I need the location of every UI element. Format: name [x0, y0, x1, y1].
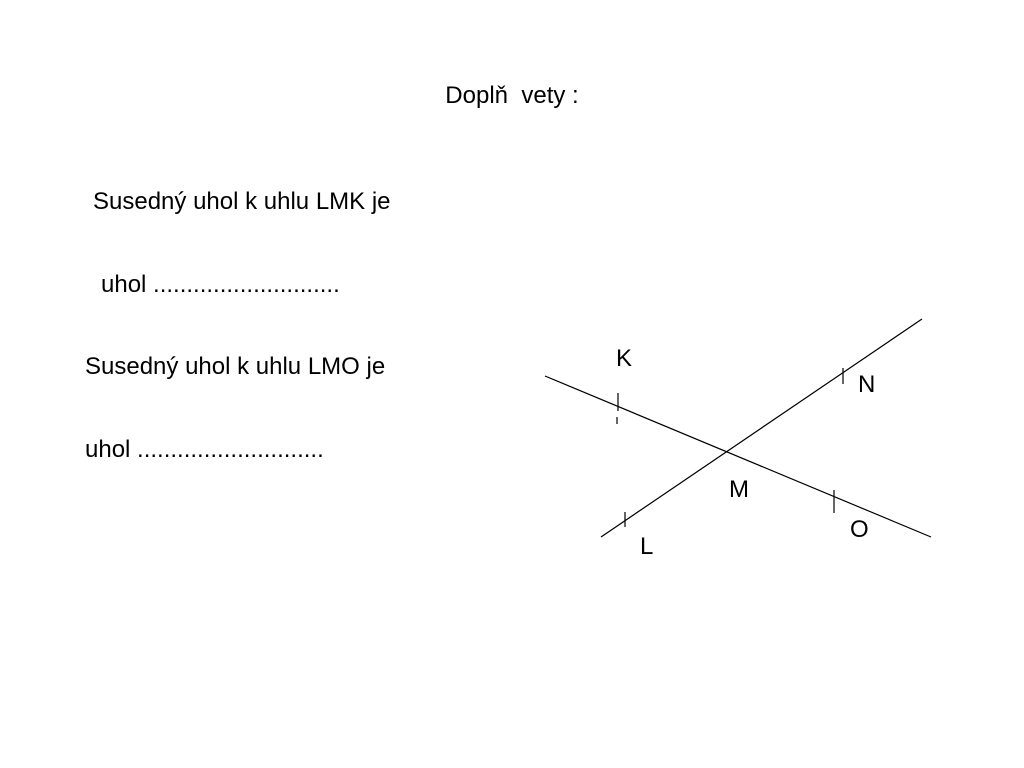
label-l: L	[640, 533, 653, 560]
answer-blank-1: uhol ............................	[101, 271, 340, 298]
label-o: O	[850, 516, 869, 543]
line-k-o	[544, 375, 932, 538]
sentence-1: Susedný uhol k uhlu LMK je	[93, 188, 391, 215]
answer-blank-2: uhol ............................	[85, 436, 324, 463]
label-m: M	[729, 476, 749, 503]
line-l-n	[600, 318, 923, 538]
sentence-2: Susedný uhol k uhlu LMO je	[85, 353, 386, 380]
label-n: N	[858, 371, 875, 398]
label-k: K	[616, 345, 632, 372]
page-title: Doplň vety :	[445, 82, 579, 109]
